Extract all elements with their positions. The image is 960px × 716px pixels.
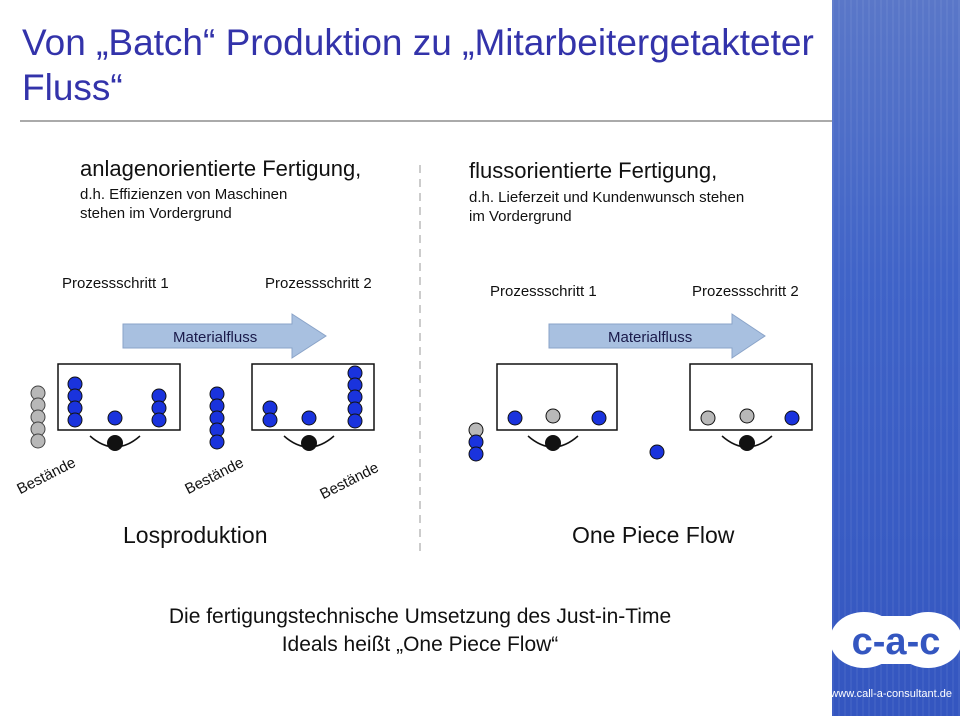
sidebar-band	[832, 0, 960, 716]
left-flow-label: Materialfluss	[173, 329, 258, 346]
right-step1-label: Prozessschritt 1	[490, 283, 597, 300]
slide-title: Von „Batch“ Produktion zu „Mitarbeiterge…	[22, 22, 814, 108]
cac-logo: c-a-c	[830, 612, 960, 668]
left-machine-1	[57, 363, 181, 431]
operator-left-1	[89, 435, 141, 451]
left-machine-2	[251, 363, 375, 431]
operator-left-2	[283, 435, 335, 451]
right-input-stack	[468, 422, 484, 462]
right-machine-2	[689, 363, 813, 431]
operator-right-1	[527, 435, 579, 451]
left-caption: anlagenorientierte Fertigung,	[80, 156, 362, 181]
conclusion-text: Die fertigungstechnische Umsetzung des J…	[168, 605, 672, 656]
operator-right-2	[721, 435, 773, 451]
website-url[interactable]: www.call-a-consultant.de	[830, 688, 952, 700]
logo-text: c-a-c	[852, 621, 941, 663]
right-machine-2-parts	[700, 408, 800, 426]
machine-1-parts	[107, 388, 167, 428]
left-step1-label: Prozessschritt 1	[62, 275, 169, 292]
sidebar-texture	[832, 0, 960, 716]
right-flow-arrow	[548, 313, 766, 359]
finished-stack	[347, 365, 363, 429]
right-mode-label: One Piece Flow	[572, 522, 735, 548]
left-caption-sub1: d.h. Effizienzen von Maschinen	[80, 186, 288, 203]
wip-stack-1	[67, 376, 83, 428]
right-caption-sub2: im Vordergrund	[469, 208, 572, 225]
left-caption-sub2: stehen im Vordergrund	[80, 205, 232, 222]
right-machine-1	[496, 363, 618, 431]
transfer-part	[649, 444, 665, 460]
right-flow-label: Materialfluss	[608, 329, 693, 346]
raw-material-stack	[30, 385, 46, 449]
right-machine-1-parts	[507, 408, 607, 426]
right-caption-sub1: d.h. Lieferzeit und Kundenwunsch stehen	[469, 189, 745, 206]
left-flow-arrow	[122, 313, 327, 359]
right-step2-label: Prozessschritt 2	[692, 283, 799, 300]
left-step2-label: Prozessschritt 2	[265, 275, 372, 292]
wip-stack-2	[209, 386, 225, 450]
left-mode-label: Losproduktion	[123, 522, 268, 548]
right-caption: flussorientierte Fertigung,	[469, 158, 718, 183]
machine-2-parts	[262, 400, 317, 428]
